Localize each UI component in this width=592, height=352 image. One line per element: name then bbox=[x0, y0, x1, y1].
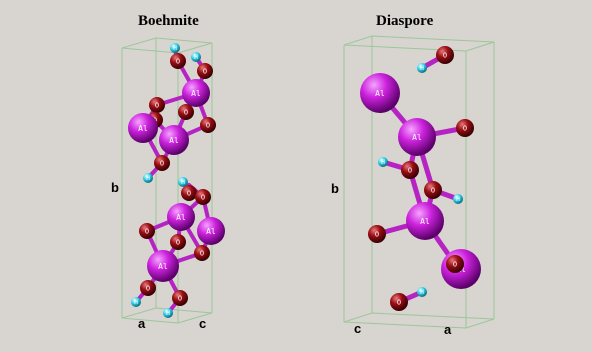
boehmite-unit-cell bbox=[121, 37, 213, 324]
diaspore-axis-b-label: b bbox=[331, 181, 339, 196]
boehmite-atom-al bbox=[159, 125, 189, 155]
boehmite-atom-al bbox=[182, 79, 210, 107]
boehmite-axis-a-label: a bbox=[138, 316, 146, 331]
boehmite-atom-label: H bbox=[146, 175, 150, 182]
boehmite-atom-label: O bbox=[160, 159, 164, 167]
diaspore-atom-al bbox=[398, 118, 436, 156]
diaspore-atom-o bbox=[401, 161, 419, 179]
diaspore-atom-label: O bbox=[375, 230, 379, 238]
boehmite-atom-label: Al bbox=[138, 124, 148, 133]
boehmite-atom-label: O bbox=[146, 284, 150, 292]
diaspore-atom-h bbox=[378, 157, 388, 167]
diaspore-atom-o bbox=[424, 181, 442, 199]
boehmite-atom-label: Al bbox=[158, 262, 168, 271]
boehmite-atom-label: Al bbox=[169, 136, 179, 145]
diaspore-axis-c-label: c bbox=[354, 321, 362, 336]
boehmite-atom-o bbox=[154, 155, 170, 171]
boehmite-atom-h bbox=[143, 173, 153, 183]
boehmite-atom-o bbox=[200, 117, 216, 133]
boehmite-atom-label: Al bbox=[191, 89, 201, 98]
boehmite-atom-h bbox=[163, 308, 173, 318]
diaspore-atom-label: O bbox=[443, 51, 447, 59]
boehmite-atom-label: O bbox=[145, 227, 149, 235]
boehmite-atom-o bbox=[139, 223, 155, 239]
boehmite-atom-o bbox=[140, 280, 156, 296]
boehmite-atom-label: O bbox=[176, 57, 180, 65]
diaspore-atom-label: O bbox=[463, 124, 467, 132]
boehmite-atom-label: O bbox=[201, 193, 205, 201]
diaspore-axis-a-label: a bbox=[444, 322, 452, 337]
diaspore-atom-label: O bbox=[453, 260, 457, 268]
boehmite-atom-label: H bbox=[166, 310, 170, 317]
diaspore-atom-label: H bbox=[381, 159, 385, 166]
diaspore-atom-label: O bbox=[431, 186, 435, 194]
boehmite-atom-label: O bbox=[178, 294, 182, 302]
diaspore-atom-label: H bbox=[420, 289, 424, 296]
boehmite-atom-label: H bbox=[194, 54, 198, 61]
boehmite-atom-o bbox=[195, 189, 211, 205]
boehmite-atom-label: H bbox=[173, 45, 177, 52]
diaspore-atom-label: Al bbox=[375, 89, 385, 98]
boehmite-atom-o bbox=[149, 97, 165, 113]
boehmite-title: Boehmite bbox=[138, 13, 199, 29]
boehmite-atom-label: Al bbox=[176, 213, 186, 222]
boehmite-atom-label: H bbox=[134, 299, 138, 306]
diaspore-atom-label: H bbox=[420, 65, 424, 72]
diaspore-atom-label: Al bbox=[412, 133, 422, 142]
boehmite-atom-label: O bbox=[176, 238, 180, 246]
diaspore-atom-label: H bbox=[456, 196, 460, 203]
diaspore-atom-label: Al bbox=[420, 217, 430, 226]
diaspore-atom-o bbox=[436, 46, 454, 64]
diaspore-atom-h bbox=[417, 287, 427, 297]
diaspore-atom-o bbox=[390, 293, 408, 311]
diaspore-atom-o bbox=[456, 119, 474, 137]
boehmite-atom-o bbox=[178, 104, 194, 120]
boehmite-atom-h bbox=[131, 297, 141, 307]
boehmite-atom-o bbox=[197, 63, 213, 79]
boehmite-atom-label: O bbox=[155, 101, 159, 109]
diaspore-atom-o bbox=[368, 225, 386, 243]
atoms: HOHOAlOOOOAlAlOHHOOAlAlOOOAlOOHHOHAlOAlO… bbox=[128, 43, 481, 318]
diaspore-atom-h bbox=[453, 194, 463, 204]
boehmite-atom-o bbox=[194, 245, 210, 261]
diaspore-atom-o bbox=[446, 255, 464, 273]
boehmite-atom-label: O bbox=[184, 108, 188, 116]
diaspore-atom-label: O bbox=[397, 298, 401, 306]
boehmite-atom-label: H bbox=[181, 179, 185, 186]
diaspore-atom-al bbox=[360, 73, 400, 113]
boehmite-atom-o bbox=[170, 53, 186, 69]
boehmite-atom-o bbox=[170, 234, 186, 250]
boehmite-atom-label: O bbox=[203, 67, 207, 75]
boehmite-atom-al bbox=[167, 203, 195, 231]
boehmite-atom-label: Al bbox=[206, 227, 216, 236]
diaspore-atom-al bbox=[406, 202, 444, 240]
boehmite-axis-b-label: b bbox=[111, 180, 119, 195]
boehmite-atom-o bbox=[172, 290, 188, 306]
boehmite-atom-al bbox=[147, 250, 179, 282]
boehmite-atom-label: O bbox=[206, 121, 210, 129]
boehmite-atom-label: O bbox=[187, 189, 191, 197]
boehmite-atom-h bbox=[191, 52, 201, 62]
diaspore-atom-h bbox=[417, 63, 427, 73]
boehmite-atom-h bbox=[178, 177, 188, 187]
diaspore-title: Diaspore bbox=[376, 13, 434, 29]
boehmite-axis-c-label: c bbox=[199, 316, 207, 331]
boehmite-atom-al bbox=[128, 113, 158, 143]
boehmite-atom-label: O bbox=[200, 249, 204, 257]
diaspore-atom-label: O bbox=[408, 166, 412, 174]
boehmite-atom-o bbox=[181, 185, 197, 201]
boehmite-atom-h bbox=[170, 43, 180, 53]
boehmite-atom-al bbox=[197, 217, 225, 245]
